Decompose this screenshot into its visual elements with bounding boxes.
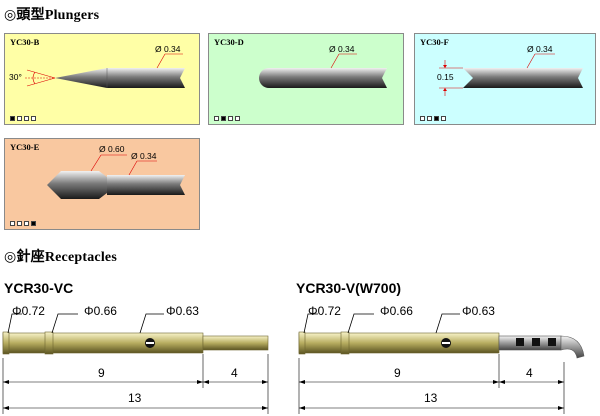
head-diameter-label: Ø 0.60 [99, 144, 125, 154]
plunger-card-yc30-d: YC30-D Ø 0.34 [208, 33, 404, 125]
shaft-diameter-label: Ø 0.34 [131, 151, 157, 161]
diameter-label: Ø 0.34 [329, 44, 355, 54]
diameter-label: Ø 0.34 [155, 44, 181, 54]
indicator-square [420, 116, 425, 121]
indicator-square [31, 221, 36, 226]
length-label: 4 [231, 366, 238, 380]
indicator-squares [10, 116, 36, 121]
indicator-square [10, 116, 15, 121]
receptacles-title: ◎針座Receptacles [4, 250, 117, 265]
length-label: 13 [424, 391, 438, 405]
plunger-card-yc30-e: YC30-E Ø 0.60 Ø 0.34 [4, 138, 200, 230]
indicator-square [434, 116, 439, 121]
plunger-d-drawing [259, 53, 387, 88]
width-label: 0.15 [437, 72, 454, 82]
length-label: 13 [128, 391, 142, 405]
plunger-e-drawing [47, 154, 185, 199]
receptacle-model: YCR30-V(W700) [296, 280, 402, 296]
indicator-square [24, 116, 29, 121]
indicator-square [235, 116, 240, 121]
card-code: YC30-F [420, 37, 449, 47]
diameter-label: Φ0.72 [308, 304, 341, 318]
indicator-square [427, 116, 432, 121]
diameter-label: Φ0.66 [380, 304, 413, 318]
diameter-label: Φ0.63 [462, 304, 495, 318]
indicator-squares [10, 221, 36, 226]
indicator-square [221, 116, 226, 121]
indicator-square [214, 116, 219, 121]
plunger-card-yc30-b: YC30-B Ø 0.34 30° [4, 33, 200, 125]
indicator-square [17, 221, 22, 226]
card-code: YC30-B [10, 37, 40, 47]
indicator-square [10, 221, 15, 226]
indicator-square [17, 116, 22, 121]
length-label: 9 [98, 366, 105, 380]
diameter-label: Ø 0.34 [527, 44, 553, 54]
receptacle-vc-drawing [2, 313, 269, 414]
diameter-label: Φ0.66 [84, 304, 117, 318]
diameter-label: Φ0.63 [166, 304, 199, 318]
indicator-square [31, 116, 36, 121]
card-code: YC30-E [10, 142, 40, 152]
indicator-square [24, 221, 29, 226]
indicator-square [228, 116, 233, 121]
indicator-squares [420, 116, 446, 121]
length-label: 9 [394, 366, 401, 380]
plunger-card-yc30-f: YC30-F Ø 0.34 0.15 [414, 33, 596, 125]
angle-label: 30° [9, 72, 22, 82]
diameter-label: Φ0.72 [12, 304, 45, 318]
plunger-f-drawing [439, 53, 583, 96]
plungers-title: ◎頭型Plungers [4, 8, 100, 23]
length-label: 4 [526, 366, 533, 380]
receptacle-model: YCR30-VC [4, 280, 74, 296]
indicator-squares [214, 116, 240, 121]
card-code: YC30-D [214, 37, 244, 47]
plunger-b-drawing [25, 53, 185, 88]
indicator-square [441, 116, 446, 121]
receptacle-w700-drawing [298, 313, 585, 414]
